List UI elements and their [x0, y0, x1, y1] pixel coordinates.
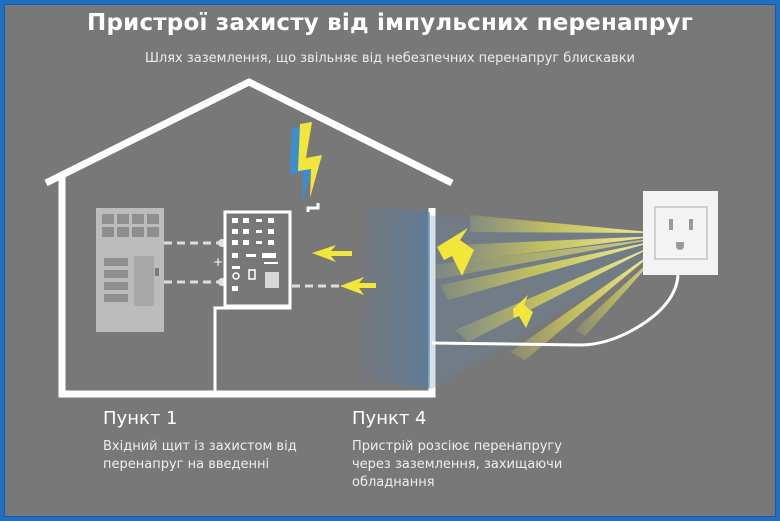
- point-4-caption: Пункт 4 Пристрій розсіює перенапругу чер…: [352, 408, 582, 492]
- point-1-caption: Пункт 1 Вхідний щит із захистом від пере…: [103, 408, 303, 474]
- page-title: Пристрої захисту від імпульсних перенапр…: [87, 10, 693, 36]
- svg-text:+: +: [213, 255, 223, 269]
- house-outline: [44, 78, 454, 398]
- point-4-text: Пристрій розсіює перенапругу через зазем…: [352, 439, 563, 490]
- point-4-heading: Пункт 4: [352, 408, 427, 429]
- ground-wiring: [213, 203, 680, 394]
- main-breaker-panel: [96, 208, 164, 332]
- lightning-bolt-icon: [290, 122, 322, 203]
- surge-spark-icon: [437, 228, 533, 328]
- page-subtitle: Шлях заземлення, що звільняє від небезпе…: [144, 51, 635, 66]
- arrow-left-icon: [312, 245, 376, 295]
- surge-rays: [430, 215, 664, 360]
- point-1-heading: Пункт 1: [103, 408, 178, 429]
- point-1-text: Вхідний щит із захистом від перенапруг н…: [103, 439, 297, 472]
- surge-protection-device: [223, 210, 292, 308]
- power-outlet-icon: [643, 191, 718, 275]
